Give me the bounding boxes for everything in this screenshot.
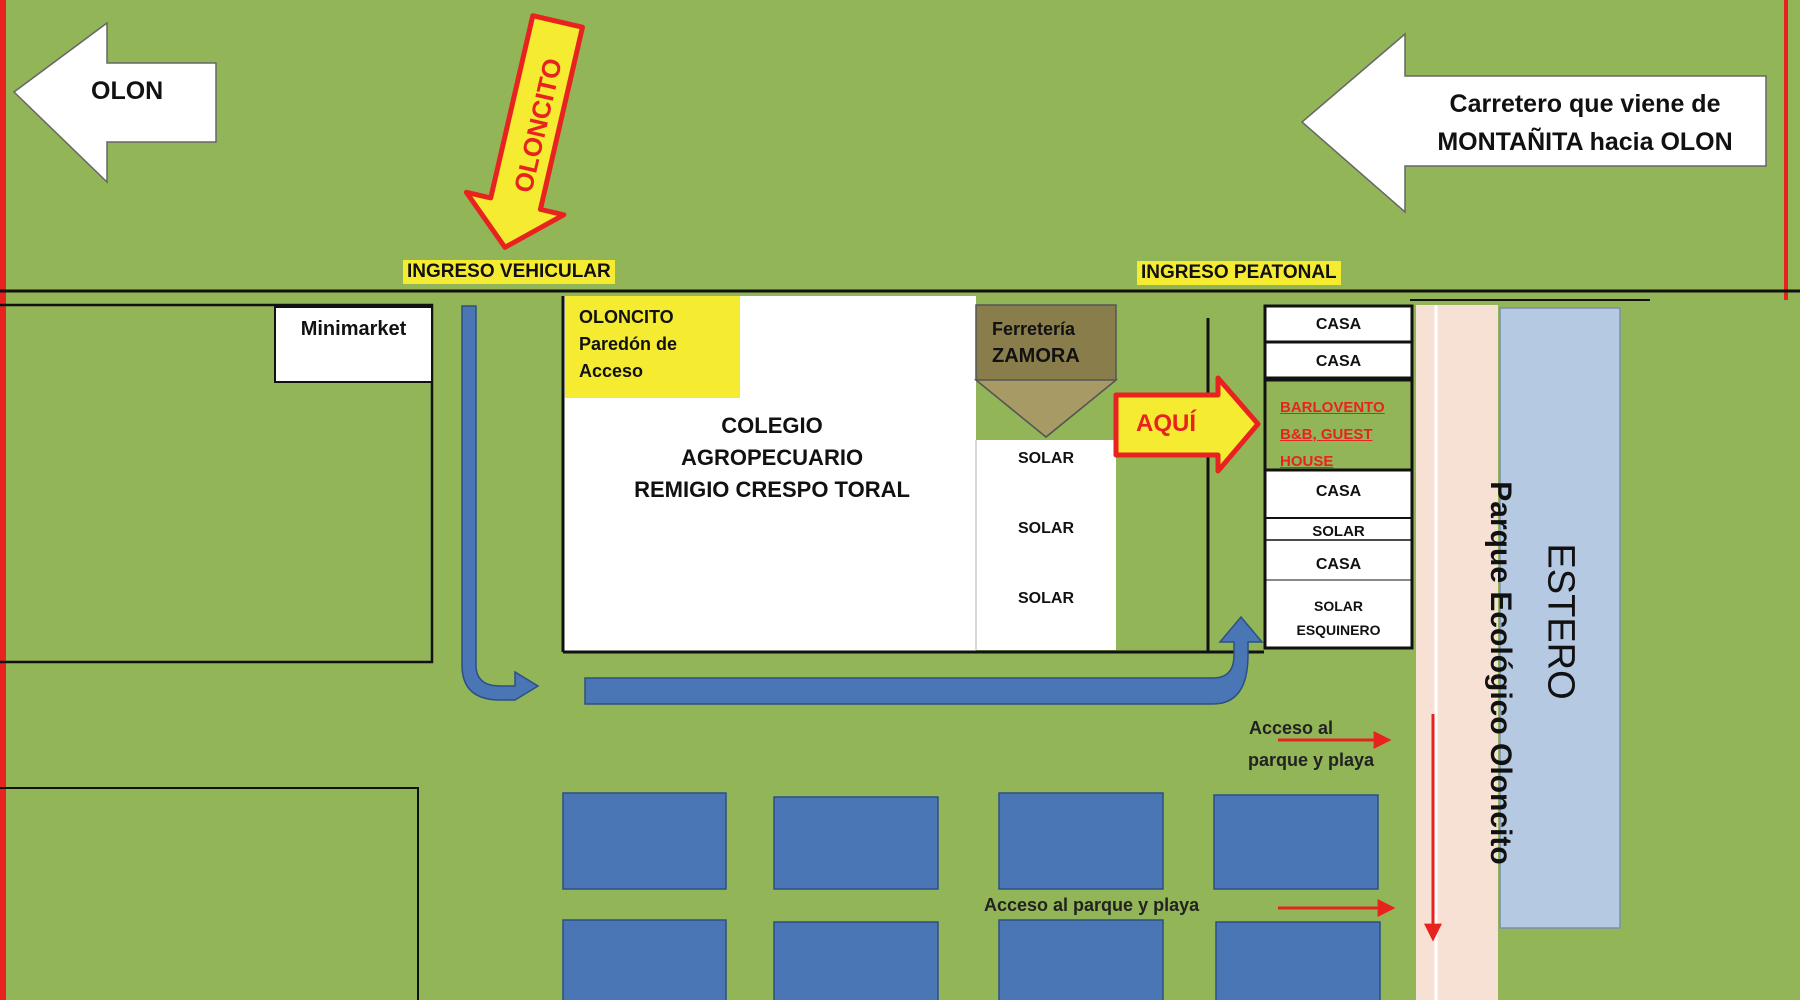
guest-house-line1: BARLOVENTO [1280, 399, 1385, 416]
access-label-lower: Acceso al parque y playa [984, 895, 1200, 915]
highway-label-line2: MONTAÑITA hacia OLON [1437, 128, 1733, 156]
hardware-line1: Ferretería [992, 319, 1076, 339]
estuary-label: ESTERO [1539, 543, 1582, 700]
access-wall-line3: Acceso [579, 361, 644, 381]
house-label: CASA [1315, 483, 1362, 500]
minimarket-block [0, 303, 434, 664]
solar-strip [976, 440, 1116, 650]
oloncito-arrow-shape [463, 13, 585, 250]
access-upper-line2: parque y playa [1247, 750, 1375, 770]
solar-label: SOLAR [1018, 590, 1074, 607]
lot [773, 921, 939, 1000]
houses-block [1263, 304, 1414, 650]
access-wall-label: OLONCITO Paredón de Acceso [565, 296, 740, 398]
vehicle-route-arrow-1 [461, 305, 540, 701]
lot [562, 919, 727, 1000]
aqui-arrow-shape [1113, 375, 1261, 474]
olon-arrow-shape [12, 21, 217, 184]
right-border [1784, 0, 1788, 300]
access-upper-line1: Acceso al [1248, 718, 1334, 738]
lot [773, 796, 939, 890]
solar-block-label: SOLAR [1312, 523, 1365, 540]
olon-label: OLON [91, 77, 164, 105]
estuary-shape [1499, 307, 1621, 929]
highway-label: Carretero que viene de MONTAÑITA hacia O… [1415, 85, 1755, 161]
guest-house-line2: B&B, GUEST [1280, 426, 1373, 443]
college-line1: COLEGIO [721, 413, 823, 438]
park-label: Parque Ecológico Oloncito [1484, 481, 1517, 865]
guest-house-line3: HOUSE [1280, 453, 1334, 470]
left-border [0, 0, 6, 1000]
college-line3: REMIGIO CRESPO TORAL [634, 477, 910, 502]
college-label: COLEGIO AGROPECUARIO REMIGIO CRESPO TORA… [600, 410, 944, 506]
aqui-label: AQUÍ [1136, 410, 1196, 437]
guest-house-shape [1263, 378, 1414, 472]
corner-lot-line1: SOLAR [1314, 598, 1363, 614]
lot [1213, 794, 1379, 890]
highway-arrow-shape [1300, 32, 1767, 214]
lot [998, 792, 1164, 890]
park-path [1416, 305, 1498, 1000]
solar-label: SOLAR [1018, 520, 1074, 537]
lot [1215, 921, 1381, 1000]
solar-label: SOLAR [1018, 450, 1074, 467]
house-label: CASA [1315, 556, 1362, 573]
hardware-line2: ZAMORA [992, 345, 1080, 367]
house-label: CASA [1315, 316, 1362, 333]
highway-label-line1: Carretero que viene de [1449, 90, 1721, 118]
hardware-store-label: Ferretería ZAMORA [992, 316, 1080, 370]
corner-lot-label: SOLAR ESQUINERO [1265, 594, 1412, 642]
college-line2: AGROPECUARIO [680, 445, 864, 470]
pedestrian-entrance-label: INGRESO PEATONAL [1137, 261, 1341, 285]
guest-house-label: BARLOVENTO B&B, GUEST HOUSE [1280, 394, 1385, 475]
house-label: CASA [1315, 353, 1362, 370]
vehicle-route-arrow-2 [584, 615, 1264, 705]
access-wall-line1: OLONCITO [579, 307, 674, 327]
lower-left-block [0, 787, 419, 1000]
hardware-store-triangle [973, 379, 1119, 438]
vehicular-entrance-label: INGRESO VEHICULAR [403, 260, 615, 284]
minimarket-label: Minimarket [274, 306, 433, 383]
access-label-upper: Acceso al parque y playa [1226, 712, 1396, 776]
access-wall-line2: Paredón de [579, 334, 678, 354]
minimarket-text: Minimarket [300, 318, 407, 340]
lot [562, 792, 727, 890]
lot [998, 919, 1164, 1000]
corner-lot-line2: ESQUINERO [1296, 622, 1381, 638]
